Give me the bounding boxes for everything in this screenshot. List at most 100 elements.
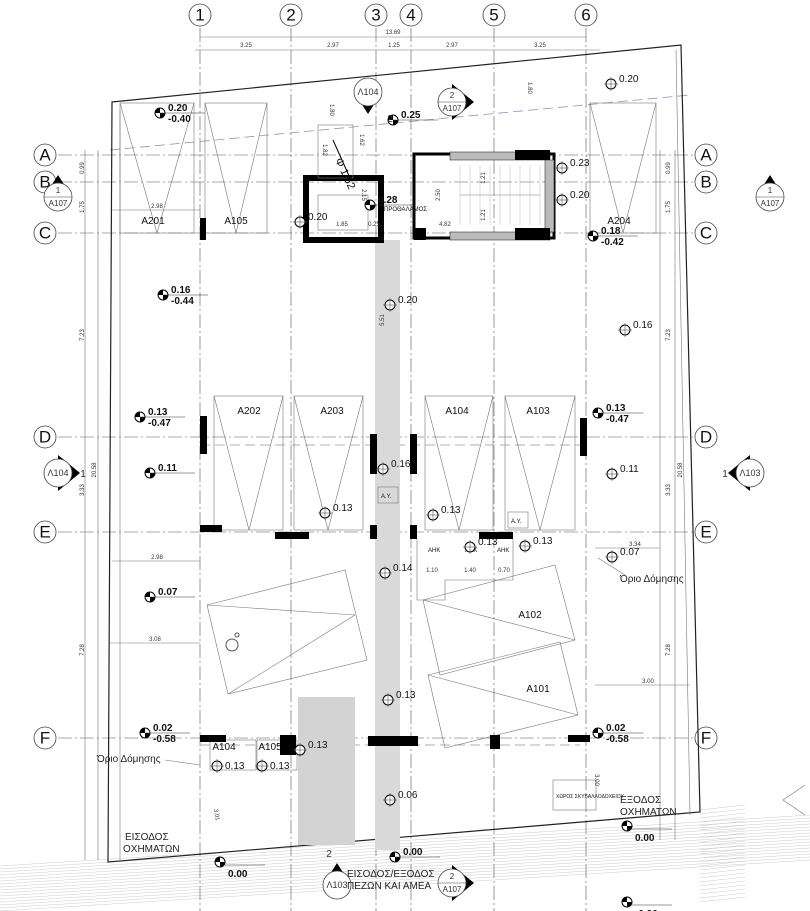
grid-bubble-d: D <box>694 425 718 449</box>
plan-label: 2 <box>450 872 455 881</box>
street-hatch <box>0 804 810 911</box>
plan-label: A104 <box>445 406 469 417</box>
plan-label: 0.13 <box>333 503 353 514</box>
plan-label: 0.13 <box>225 761 245 772</box>
plan-label: 0.02 <box>153 723 173 734</box>
parking-space-a104: A104 <box>424 395 494 531</box>
parking-bays: A201 A105 A204 A202 A203 A104 A103 A102 … <box>119 102 657 771</box>
dimension-label: 7.23 <box>666 329 672 341</box>
plan-label: 2.98 <box>151 555 163 561</box>
plan-label: A107 <box>761 199 780 208</box>
plan-label: -0.44 <box>171 296 194 307</box>
plan-label: Φ 1.62 <box>332 156 357 191</box>
parking-space-a203: A203 <box>293 395 364 531</box>
plan-label: 0.18 <box>601 226 621 237</box>
plan-label: 0.11 <box>158 463 177 474</box>
dimension-label: 0.99 <box>666 162 672 174</box>
spot-level: 0.07 <box>605 547 640 564</box>
plan-label: Λ103 <box>326 880 347 890</box>
plan-label: 0.28 <box>378 195 398 206</box>
plan-label: 0.00 <box>403 847 423 858</box>
plan-label: Α.Υ. <box>381 494 392 500</box>
level-marker: -0.20 <box>621 896 672 911</box>
plan-label: 1.25 <box>388 43 400 49</box>
plan-label: 4 <box>406 6 415 25</box>
spot-level: 0.20 <box>383 295 418 312</box>
grid-bubble-4: 4 <box>399 3 423 27</box>
plan-label: 0.16 <box>633 320 653 331</box>
plan-label: 0.11 <box>620 464 639 475</box>
plan-label: 2 <box>450 91 455 100</box>
plan-label: 2 <box>286 6 295 25</box>
plan-label: A104 <box>212 742 236 753</box>
spot-level: 0.13 <box>463 537 498 554</box>
plan-label: B <box>39 173 50 192</box>
plan-label: 1.80 <box>328 104 334 116</box>
pedestrian-corridor <box>375 240 400 850</box>
level-marker: 0.13-0.47 <box>592 403 643 425</box>
grid-bubble-e: E <box>33 520 57 544</box>
plan-label: 1.80 <box>526 82 532 94</box>
level-marker: 0.02-0.58 <box>139 723 190 745</box>
plan-label: -0.58 <box>606 734 629 745</box>
grid-bubble-c: C <box>33 221 57 245</box>
plan-label: 2 <box>326 849 332 860</box>
grid-bubble-d: D <box>33 425 57 449</box>
plan-label: Όριο Δόμησης <box>96 753 161 765</box>
plan-label: A201 <box>141 216 165 227</box>
parking-space-a103: A103 <box>504 395 576 532</box>
level-marker: 0.02-0.58 <box>592 723 643 745</box>
plan-label: -0.47 <box>148 418 171 429</box>
plan-label: 0.16 <box>391 459 411 470</box>
grid-bubble-6: 6 <box>574 3 598 27</box>
plan-label: -0.40 <box>168 114 191 125</box>
spot-level: 0.13 <box>518 536 553 553</box>
level-marker: 0.20-0.40 <box>154 103 205 125</box>
plan-label: C <box>39 224 51 243</box>
plan-label: 2.15 <box>360 189 366 201</box>
plan-label: Όριο Δόμησης <box>619 573 684 585</box>
grid-bubble-c: C <box>694 221 718 245</box>
section-marker-7[interactable]: Λ103 2 <box>322 849 352 900</box>
plan-label: ΠΡΟΘΑΛΑΜΟΣ <box>384 207 427 213</box>
plan-label: A101 <box>526 684 550 695</box>
level-marker: 0.07 <box>144 587 195 603</box>
level-marker: 0.13-0.47 <box>134 407 185 429</box>
plan-label: A204 <box>607 216 631 227</box>
parking-space-a101: A101 <box>427 641 579 749</box>
spot-level: 0.20 <box>293 212 328 229</box>
dimension-label: 7.28 <box>80 644 86 656</box>
spot-level: 0.16 <box>376 459 411 476</box>
plan-label: 0.13 <box>606 403 626 414</box>
plan-label: A202 <box>237 406 261 417</box>
plan-label: 3.01 <box>212 809 220 822</box>
grid-column-bubbles: 1 2 3 4 5 6 <box>188 3 598 27</box>
plan-label: 5.51 <box>380 314 386 326</box>
plan-label: A103 <box>526 406 550 417</box>
level-marker: 0.18-0.42 <box>587 226 638 248</box>
plan-label: 1.10 <box>426 568 438 574</box>
grid-bubble-2: 2 <box>279 3 303 27</box>
dimension-label: 7.23 <box>80 329 86 341</box>
spot-level: 0.06 <box>383 790 418 807</box>
plan-label: 3.25 <box>534 43 546 49</box>
level-marker: 0.00 <box>389 847 440 863</box>
parking-space-a201: A201 <box>119 102 195 235</box>
plan-label: -0.20 <box>635 909 658 911</box>
plan-label: 6 <box>581 6 590 25</box>
plan-label: C <box>700 224 712 243</box>
plan-label: 0.14 <box>393 563 413 574</box>
plan-label: A105 <box>258 742 282 753</box>
wheelchair-icon <box>225 632 240 652</box>
spot-level: 0.13 <box>426 505 461 522</box>
